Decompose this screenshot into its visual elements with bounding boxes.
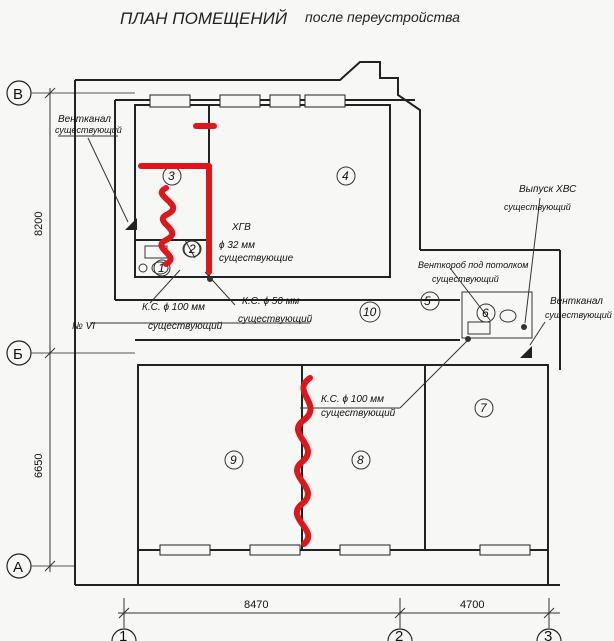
dimension-6650: 6650 xyxy=(33,454,45,478)
dimension-8200: 8200 xyxy=(33,212,45,236)
room-number-5: 5 xyxy=(424,294,431,308)
ventkanal-right-label: Вентканал xyxy=(550,296,603,307)
room-number-4: 4 xyxy=(342,169,349,183)
ventkorob-sublabel: существующий xyxy=(432,274,499,284)
svg-text:А: А xyxy=(13,559,23,576)
svg-text:1: 1 xyxy=(119,628,127,641)
axis-1-marker: 1 xyxy=(111,628,137,641)
axis-a-marker: А xyxy=(6,553,32,579)
ks100b-sublabel: существующий xyxy=(321,408,396,419)
room-number-6: 6 xyxy=(482,306,489,320)
xgv-label: ХГВ xyxy=(231,222,251,233)
plan-title: ПЛАН ПОМЕЩЕНИЙ xyxy=(120,8,288,28)
ventkanal-right-icon xyxy=(520,346,532,358)
dimension-8470: 8470 xyxy=(244,599,268,611)
axis-2-marker: 2 xyxy=(387,628,413,641)
axis-3-marker: 3 xyxy=(536,628,562,641)
building-walls xyxy=(74,61,561,586)
red-markup xyxy=(138,123,314,547)
dimension-4700: 4700 xyxy=(460,599,484,611)
ks100-label: К.С. ϕ 100 мм xyxy=(142,302,205,313)
bottom-windows xyxy=(159,544,531,556)
room-number-1: 1 xyxy=(158,261,165,275)
ks100b-label: К.С. ϕ 100 мм xyxy=(321,394,384,405)
axis-v-marker: В xyxy=(6,80,32,106)
svg-text:В: В xyxy=(13,86,23,103)
svg-text:Б: Б xyxy=(13,346,23,363)
vertical-dimension-line xyxy=(44,87,56,572)
ventkanal-left-label: Вентканал xyxy=(58,114,111,125)
ventkorob-label: Венткороб под потолком xyxy=(418,260,528,270)
plan-subtitle: после переустройства xyxy=(305,9,460,25)
room-number-9: 9 xyxy=(230,453,237,467)
ventkanal-left-sublabel: существующий xyxy=(55,125,122,135)
d32-sublabel: существующие xyxy=(219,253,294,264)
room-number-7: 7 xyxy=(480,401,488,415)
horizontal-dimension-line xyxy=(118,598,560,628)
room-number-2: 2 xyxy=(188,242,196,256)
top-windows xyxy=(149,94,346,108)
leader-lines xyxy=(58,135,546,409)
ks50-label: К.С. ϕ 50 мм xyxy=(242,296,300,307)
ventkanal-right-sublabel: существующий xyxy=(545,310,612,320)
d32-label: ϕ 32 мм xyxy=(219,240,255,251)
ks50-sublabel: существующий xyxy=(238,314,313,325)
ks100-sublabel: существующий xyxy=(148,321,223,332)
room-number-3: 3 xyxy=(168,169,175,183)
room-number-10: 10 xyxy=(363,305,377,319)
svg-text:2: 2 xyxy=(395,628,403,641)
hvs-label: Выпуск ХВС xyxy=(519,184,577,195)
room-number-8: 8 xyxy=(357,453,364,467)
nvi-label: № VI xyxy=(72,321,95,332)
hvs-sublabel: существующий xyxy=(504,202,571,212)
axis-b-marker: Б xyxy=(6,340,32,366)
ventkanal-left-icon xyxy=(125,218,137,230)
svg-text:3: 3 xyxy=(544,628,552,641)
